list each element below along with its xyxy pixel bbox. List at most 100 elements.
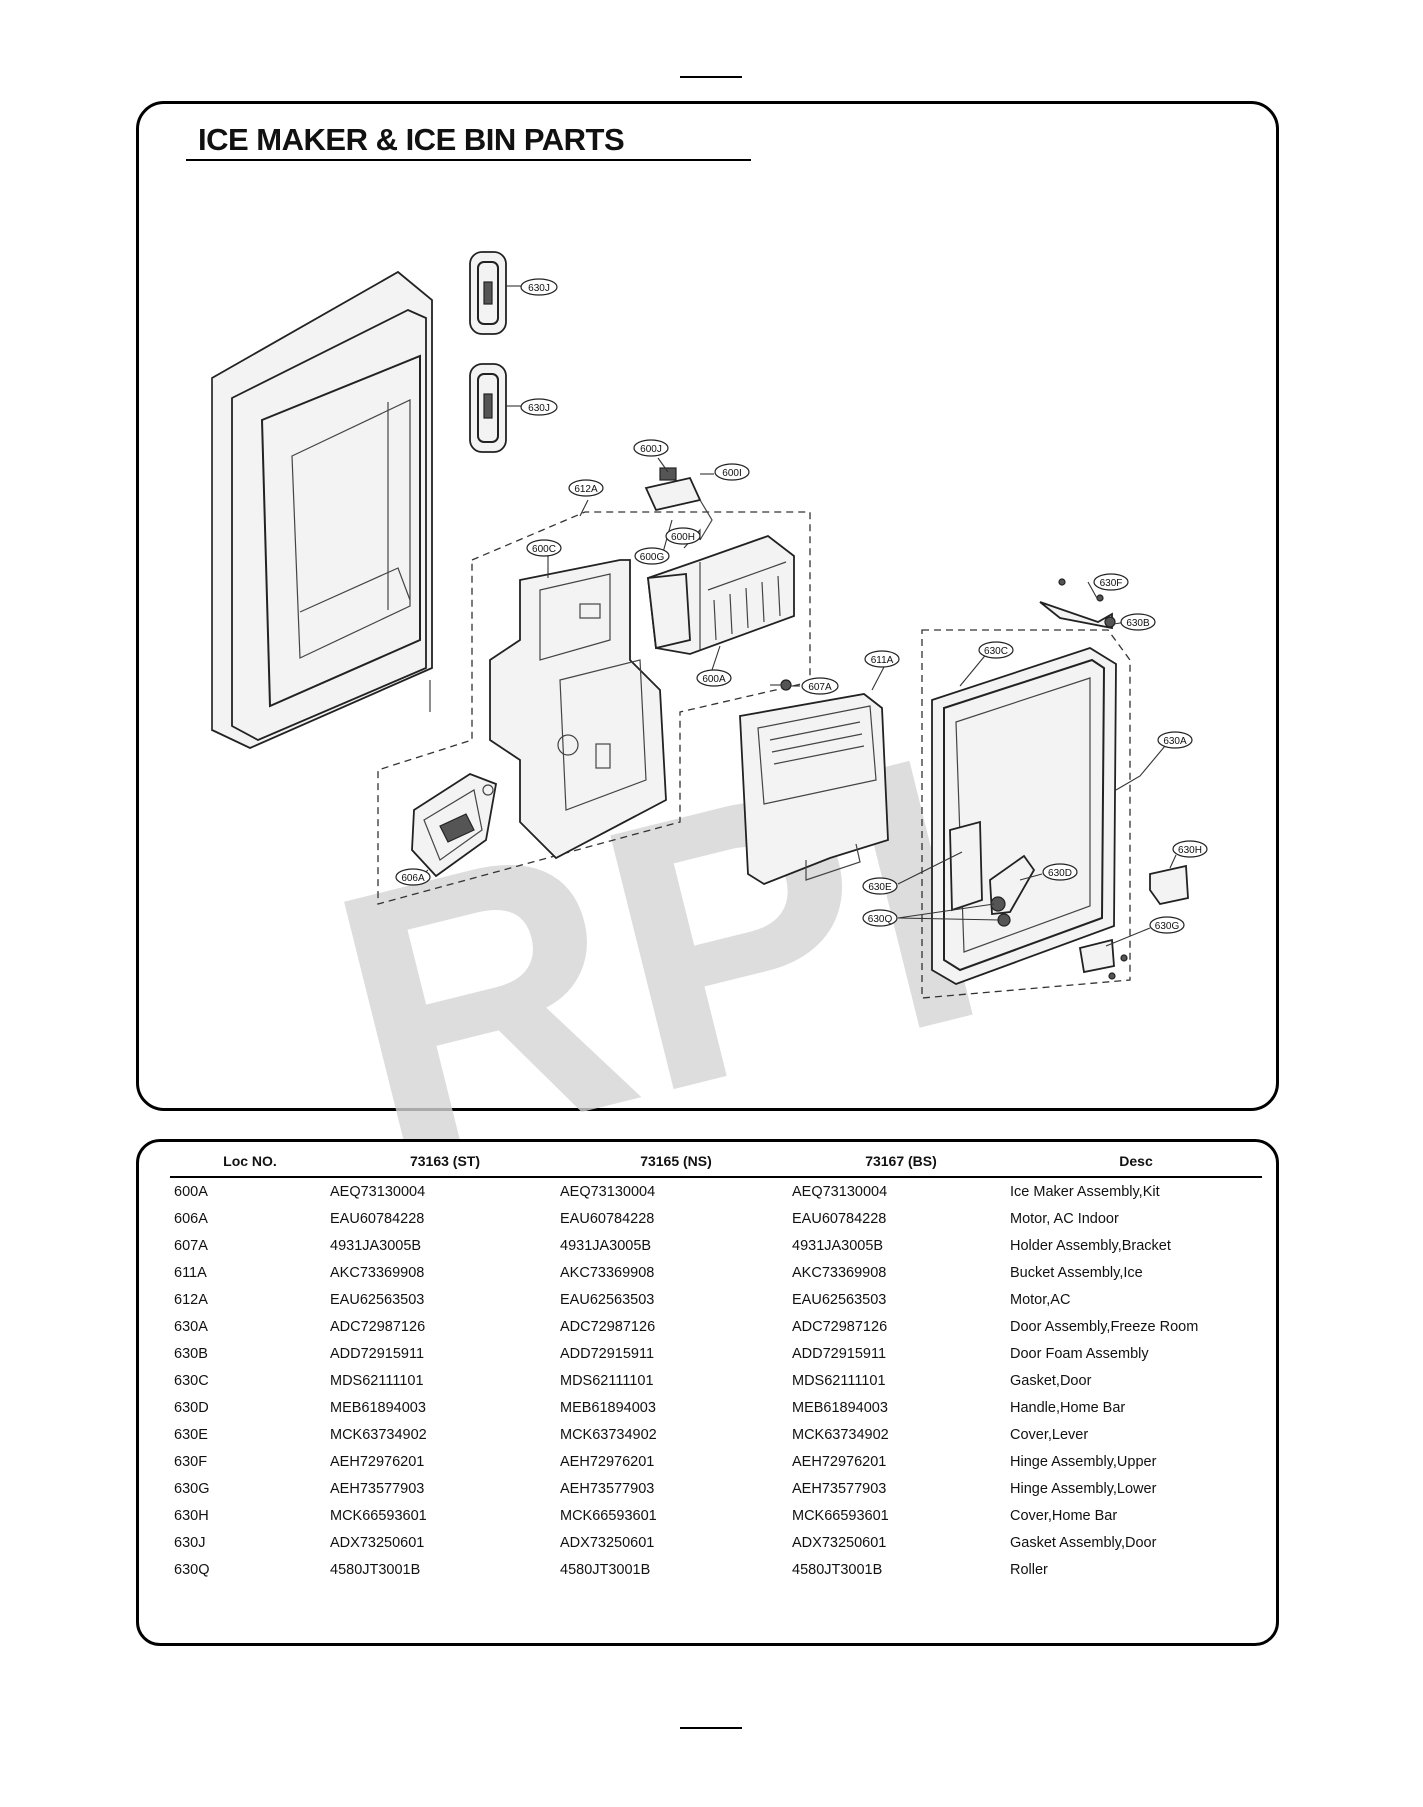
page-mark-top — [680, 76, 742, 78]
part-number-cell: ADC72987126 — [330, 1318, 426, 1335]
part-number-cell: 4931JA3005B — [560, 1237, 652, 1254]
table-row: 630C MDS62111101 MDS62111101 MDS62111101 Gas… — [170, 1367, 1262, 1394]
part-number-cell: AEH72976201 — [330, 1453, 425, 1470]
part-number-cell: AEQ73130004 — [560, 1183, 656, 1200]
loc-no-cell: 630J — [174, 1534, 206, 1551]
part-number-cell: MCK63734902 — [560, 1426, 657, 1443]
description-cell: Holder Assembly,Bracket — [1010, 1237, 1171, 1254]
header-73165-ns: 73165 (NS) — [560, 1146, 792, 1178]
table-row: 630A ADC72987126 ADC72987126 ADC72987126 Doo… — [170, 1313, 1262, 1340]
description-cell: Cover,Lever — [1010, 1426, 1089, 1443]
header-desc: Desc — [1010, 1146, 1262, 1178]
description-cell: Roller — [1010, 1561, 1048, 1578]
part-number-cell: MCK63734902 — [792, 1426, 889, 1443]
loc-no-cell: 630G — [174, 1480, 210, 1497]
parts-table-panel — [136, 1139, 1279, 1646]
header-loc-no: Loc NO. — [170, 1146, 330, 1178]
part-number-cell: EAU60784228 — [792, 1210, 887, 1227]
title-underline — [186, 159, 751, 161]
table-row: 612A EAU62563503 EAU62563503 EAU62563503 Mot… — [170, 1286, 1262, 1313]
header-73167-bs: 73167 (BS) — [792, 1146, 1010, 1178]
loc-no-cell: 630A — [174, 1318, 208, 1335]
table-row: 611A AKC73369908 AKC73369908 AKC73369908 Buc… — [170, 1259, 1262, 1286]
loc-no-cell: 630C — [174, 1372, 209, 1389]
part-number-cell: EAU62563503 — [330, 1291, 425, 1308]
table-row: 630H MCK66593601 MCK66593601 MCK66593601 Cov… — [170, 1502, 1262, 1529]
header-73163-st: 73163 (ST) — [330, 1146, 560, 1178]
description-cell: Door Assembly,Freeze Room — [1010, 1318, 1199, 1335]
table-row: 630B ADD72915911 ADD72915911 ADD72915911 Doo… — [170, 1340, 1262, 1367]
loc-no-cell: 630Q — [174, 1561, 210, 1578]
part-number-cell: MCK63734902 — [330, 1426, 427, 1443]
loc-no-cell: 630F — [174, 1453, 208, 1470]
table-row: 630D MEB61894003 MEB61894003 MEB61894003 Han… — [170, 1394, 1262, 1421]
description-cell: Hinge Assembly,Upper — [1010, 1453, 1157, 1470]
diagram-panel — [136, 101, 1279, 1111]
part-number-cell: EAU62563503 — [792, 1291, 887, 1308]
part-number-cell: AEH73577903 — [560, 1480, 655, 1497]
part-number-cell: AKC73369908 — [330, 1264, 425, 1281]
part-number-cell: ADC72987126 — [792, 1318, 888, 1335]
page-title: ICE MAKER & ICE BIN PARTS — [198, 122, 625, 157]
description-cell: Bucket Assembly,Ice — [1010, 1264, 1143, 1281]
part-number-cell: 4931JA3005B — [330, 1237, 422, 1254]
table-row: 630G AEH73577903 AEH73577903 AEH73577903 Hin… — [170, 1475, 1262, 1502]
description-cell: Ice Maker Assembly,Kit — [1010, 1183, 1160, 1200]
part-number-cell: AEH72976201 — [792, 1453, 887, 1470]
part-number-cell: AEH73577903 — [330, 1480, 425, 1497]
part-number-cell: 4580JT3001B — [792, 1561, 883, 1578]
part-number-cell: AKC73369908 — [560, 1264, 655, 1281]
part-number-cell: MCK66593601 — [560, 1507, 657, 1524]
description-cell: Motor, AC Indoor — [1010, 1210, 1119, 1227]
part-number-cell: AEH72976201 — [560, 1453, 655, 1470]
table-row: 630J ADX73250601 ADX73250601 ADX73250601 Gas… — [170, 1529, 1262, 1556]
part-number-cell: EAU62563503 — [560, 1291, 655, 1308]
part-number-cell: ADD72915911 — [560, 1345, 655, 1362]
part-number-cell: MCK66593601 — [792, 1507, 889, 1524]
description-cell: Gasket Assembly,Door — [1010, 1534, 1157, 1551]
loc-no-cell: 630H — [174, 1507, 209, 1524]
part-number-cell: ADX73250601 — [560, 1534, 655, 1551]
part-number-cell: ADX73250601 — [792, 1534, 887, 1551]
part-number-cell: 4580JT3001B — [560, 1561, 651, 1578]
table-row: 630F AEH72976201 AEH72976201 AEH72976201 Hin… — [170, 1448, 1262, 1475]
parts-table: Loc NO. 73163 (ST) 73165 (NS) 73167 (BS)… — [170, 1146, 1262, 1583]
part-number-cell: MDS62111101 — [792, 1372, 886, 1389]
description-cell: Motor,AC — [1010, 1291, 1071, 1308]
part-number-cell: ADX73250601 — [330, 1534, 425, 1551]
part-number-cell: MDS62111101 — [330, 1372, 424, 1389]
loc-no-cell: 611A — [174, 1264, 207, 1281]
table-row: 607A 4931JA3005B 4931JA3005B 4931JA3005B Hol… — [170, 1232, 1262, 1259]
loc-no-cell: 606A — [174, 1210, 208, 1227]
description-cell: Handle,Home Bar — [1010, 1399, 1126, 1416]
loc-no-cell: 630D — [174, 1399, 209, 1416]
description-cell: Cover,Home Bar — [1010, 1507, 1118, 1524]
part-number-cell: AEH73577903 — [792, 1480, 887, 1497]
loc-no-cell: 600A — [174, 1183, 208, 1200]
loc-no-cell: 607A — [174, 1237, 208, 1254]
part-number-cell: ADD72915911 — [792, 1345, 887, 1362]
description-cell: Gasket,Door — [1010, 1372, 1092, 1389]
part-number-cell: MEB61894003 — [330, 1399, 426, 1416]
loc-no-cell: 612A — [174, 1291, 208, 1308]
part-number-cell: ADC72987126 — [560, 1318, 656, 1335]
table-row: 630Q 4580JT3001B 4580JT3001B 4580JT3001B Rol… — [170, 1556, 1262, 1583]
part-number-cell: AEQ73130004 — [792, 1183, 888, 1200]
table-row: 630E MCK63734902 MCK63734902 MCK63734902 Cov… — [170, 1421, 1262, 1448]
description-cell: Door Foam Assembly — [1010, 1345, 1149, 1362]
part-number-cell: 4931JA3005B — [792, 1237, 884, 1254]
loc-no-cell: 630E — [174, 1426, 208, 1443]
part-number-cell: MEB61894003 — [792, 1399, 888, 1416]
description-cell: Hinge Assembly,Lower — [1010, 1480, 1157, 1497]
part-number-cell: MDS62111101 — [560, 1372, 654, 1389]
part-number-cell: MCK66593601 — [330, 1507, 427, 1524]
part-number-cell: EAU60784228 — [330, 1210, 425, 1227]
part-number-cell: AKC73369908 — [792, 1264, 887, 1281]
part-number-cell: 4580JT3001B — [330, 1561, 421, 1578]
part-number-cell: MEB61894003 — [560, 1399, 656, 1416]
part-number-cell: ADD72915911 — [330, 1345, 425, 1362]
page-mark-bottom — [680, 1727, 742, 1729]
loc-no-cell: 630B — [174, 1345, 208, 1362]
